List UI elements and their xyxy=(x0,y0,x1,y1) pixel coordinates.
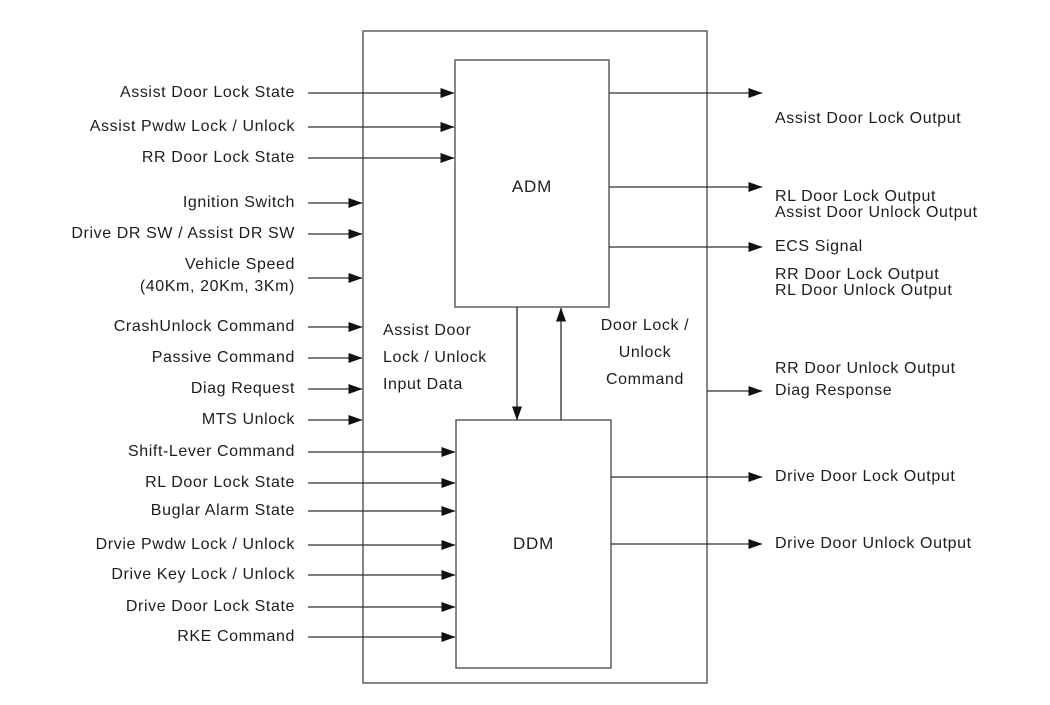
output-label-drive-door-unlock-output: Drive Door Unlock Output xyxy=(775,535,972,552)
output-label-rr-door-unlock-output: RR Door Unlock Output xyxy=(775,360,956,377)
adm-box xyxy=(454,59,610,308)
input-label-ignition-switch: Ignition Switch xyxy=(182,194,295,211)
flow-label-door-lock-unlock-command: Door Lock / Unlock Command xyxy=(600,317,690,388)
input-label-mts-unlock: MTS Unlock xyxy=(201,411,295,428)
output-label-drive-door-lock-output: Drive Door Lock Output xyxy=(775,468,956,485)
input-label-crashunlock-command: CrashUnlock Command xyxy=(113,318,295,335)
adm-label: ADM xyxy=(511,177,553,196)
input-label-vehicle-speed: Vehicle Speed (40Km, 20Km, 3Km) xyxy=(139,256,295,295)
input-label-assist-door-lock-state: Assist Door Lock State xyxy=(119,84,295,101)
flow-label-assist-input-data: Assist Door Lock / Unlock Input Data xyxy=(383,322,487,393)
output-label-diag-response: Diag Response xyxy=(775,382,893,399)
input-label-shift-lever-command: Shift-Lever Command xyxy=(127,443,295,460)
input-label-assist-pwdw-lock-unlock: Assist Pwdw Lock / Unlock xyxy=(89,118,295,135)
ddm-label: DDM xyxy=(512,534,555,553)
output-label-rl-door-lock-output: RL Door Lock Output xyxy=(775,188,937,205)
output-label-rl-door-unlock-output: RL Door Unlock Output xyxy=(775,282,953,299)
input-label-drvie-pwdw-lock-unlock: Drvie Pwdw Lock / Unlock xyxy=(95,536,295,553)
input-label-passive-command: Passive Command xyxy=(151,349,295,366)
output-group-lock: Assist Door Lock Output RL Door Lock Out… xyxy=(775,54,961,340)
output-label-rr-door-lock-output: RR Door Lock Output xyxy=(775,266,940,283)
system-boundary-box xyxy=(362,30,708,684)
input-label-diag-request: Diag Request xyxy=(190,380,295,397)
input-label-drive-key-lock-unlock: Drive Key Lock / Unlock xyxy=(111,566,295,583)
input-label-rr-door-lock-state: RR Door Lock State xyxy=(141,149,295,166)
input-label-rke-command: RKE Command xyxy=(177,628,295,645)
output-label-assist-door-unlock-output: Assist Door Unlock Output xyxy=(775,204,978,221)
output-group-unlock: Assist Door Unlock Output RL Door Unlock… xyxy=(775,148,978,434)
output-label-ecs-signal: ECS Signal xyxy=(775,238,863,255)
input-label-drive-door-lock-state: Drive Door Lock State xyxy=(125,598,295,615)
output-label-assist-door-lock-output: Assist Door Lock Output xyxy=(775,110,962,127)
input-label-rl-door-lock-state: RL Door Lock State xyxy=(145,474,295,491)
input-label-buglar-alarm-state: Buglar Alarm State xyxy=(150,502,295,519)
input-label-drive-dr-sw: Drive DR SW / Assist DR SW xyxy=(71,225,295,242)
